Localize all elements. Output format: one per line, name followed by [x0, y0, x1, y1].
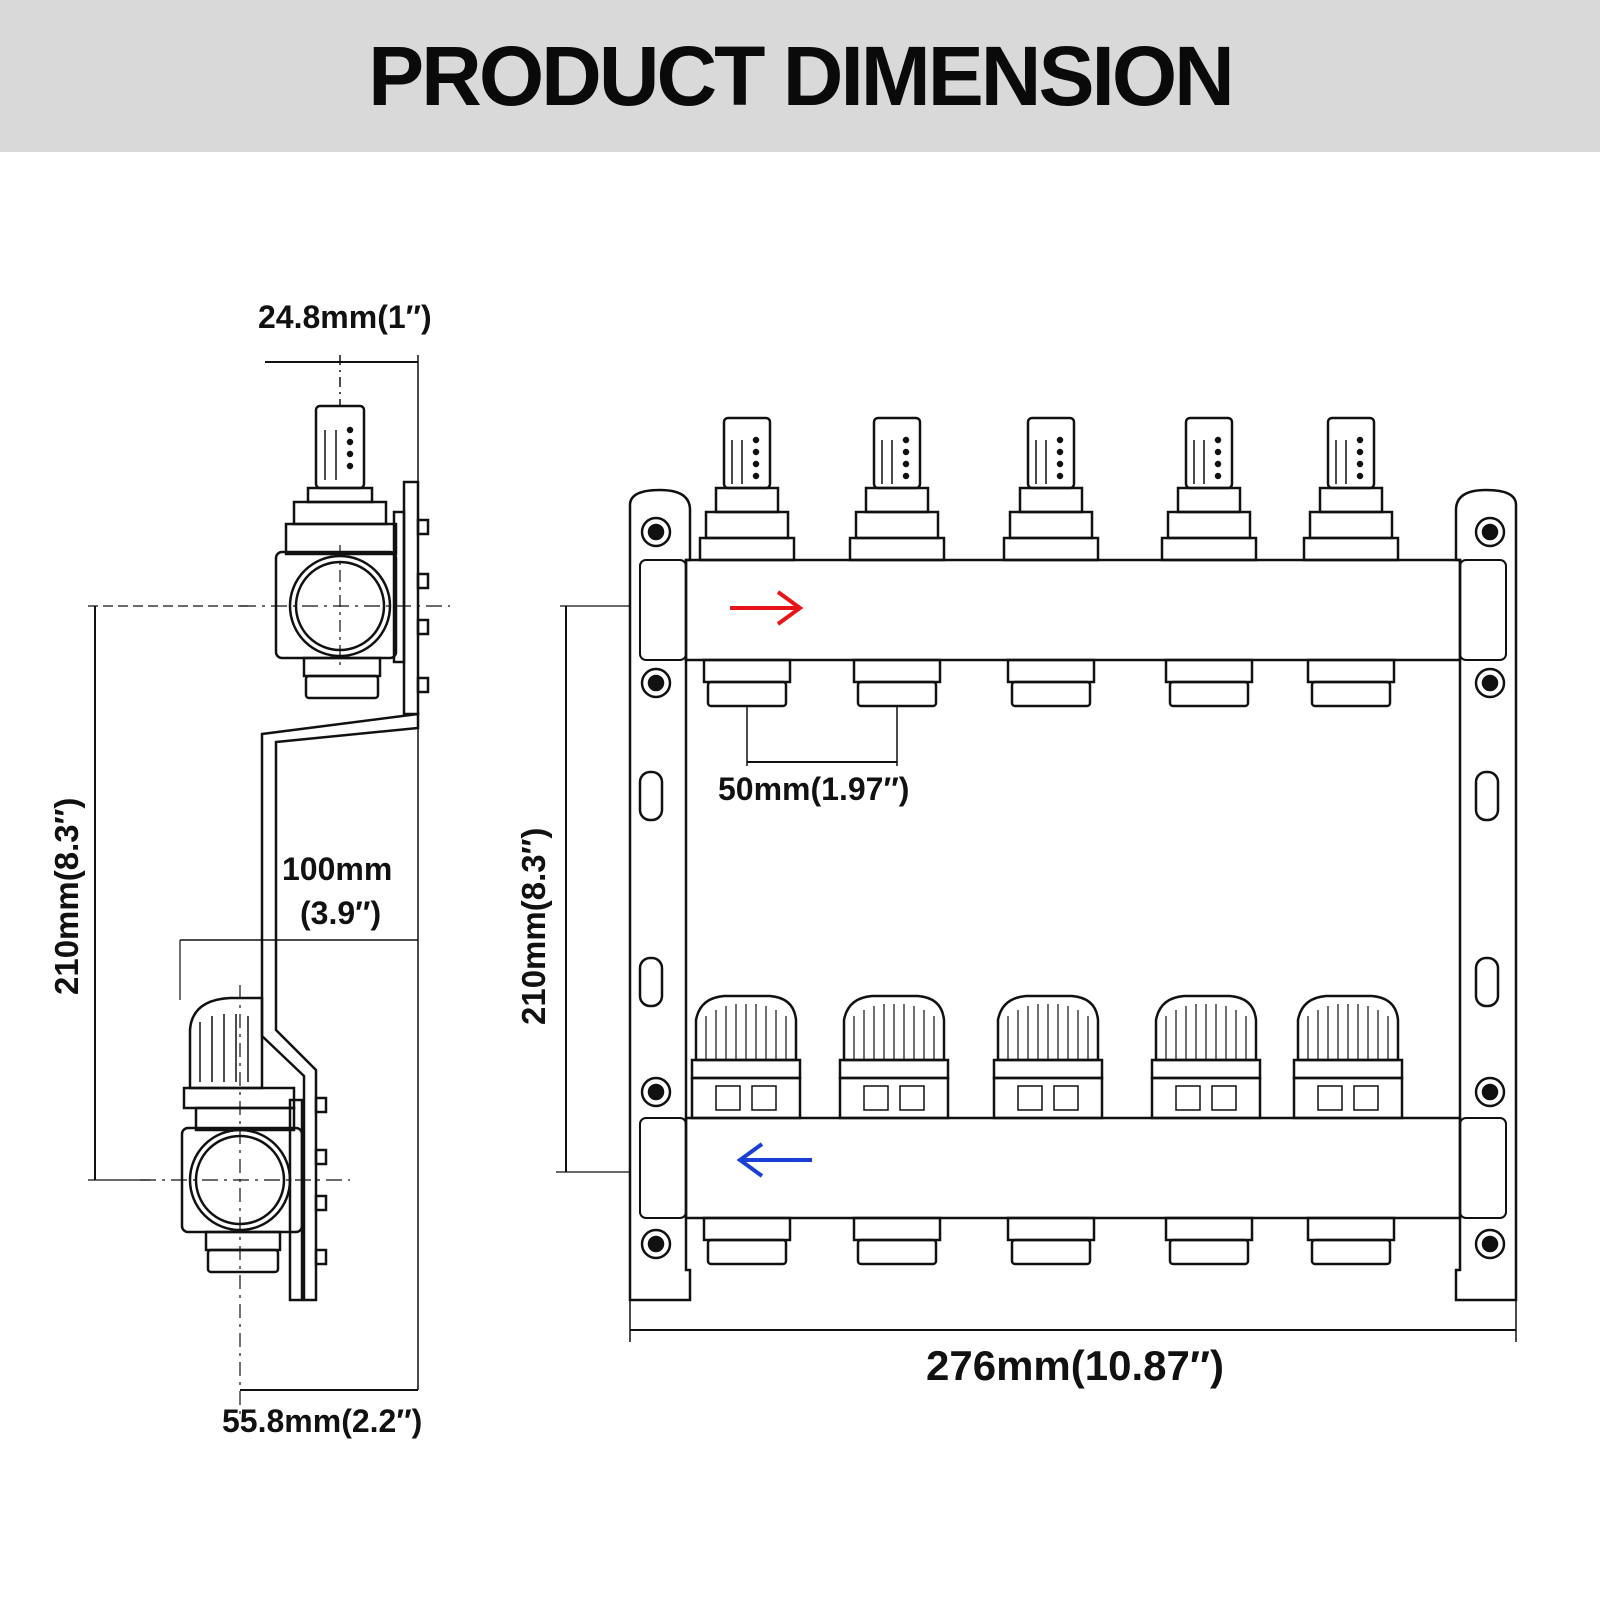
side-offset-value-label: 100mm: [282, 851, 392, 887]
side-height-label: 210mm(8.3″): [48, 798, 85, 995]
actuator-row: [690, 994, 1404, 1120]
side-bottom-width-label: 55.8mm(2.2″): [222, 1403, 422, 1439]
return-manifold-bar: [684, 1116, 1462, 1220]
return-flow-arrow: [736, 1142, 812, 1178]
front-spacing-label: 50mm(1.97″): [718, 771, 909, 807]
title-banner: PRODUCT DIMENSION: [0, 0, 1600, 152]
front-height-label: 210mm(8.3″): [515, 828, 552, 1025]
front-width-label: 276mm(10.87″): [926, 1342, 1224, 1389]
flowmeter-row: [698, 416, 1400, 562]
front-view: [556, 416, 1518, 1342]
left-mounting-bracket: [628, 488, 692, 1302]
supply-outlet-row: [702, 658, 1396, 708]
side-bottom-bracket: [288, 1096, 328, 1302]
return-outlet: [702, 1216, 792, 1266]
supply-outlet: [702, 658, 792, 708]
right-mounting-bracket: [1454, 488, 1518, 1302]
side-top-bracket: [392, 480, 430, 716]
side-view: [88, 355, 450, 1420]
actuator-cap: [690, 994, 802, 1120]
side-offset-inch-label: (3.9″): [300, 895, 381, 931]
page-title: PRODUCT DIMENSION: [368, 29, 1235, 123]
side-top-width-label: 24.8mm(1″): [258, 299, 432, 335]
flowmeter: [698, 416, 796, 562]
side-top-port: [240, 545, 450, 700]
supply-flow-arrow: [730, 590, 804, 626]
side-top-flowmeter: [284, 404, 398, 556]
return-outlet-row: [702, 1216, 1396, 1266]
supply-manifold-bar: [684, 558, 1462, 662]
